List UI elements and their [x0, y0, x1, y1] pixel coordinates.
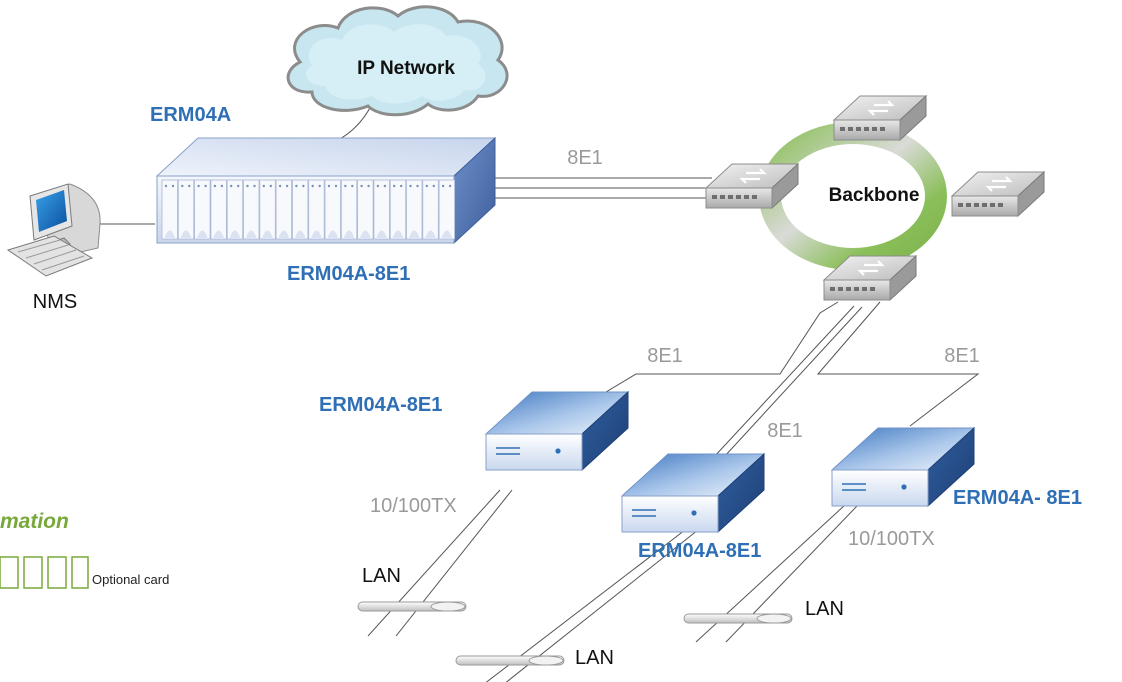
- switch-right: [950, 170, 1046, 218]
- lan-drop-left-b: [395, 489, 513, 637]
- switch-arrows-icon: [739, 168, 767, 184]
- chassis-slot: [291, 179, 309, 240]
- backbone-ring: Backbone: [759, 122, 947, 270]
- remote-device-left-label: ERM04A-8E1: [319, 394, 442, 416]
- lan-cable-right: [683, 613, 793, 624]
- backbone-switches: [704, 94, 1046, 302]
- backbone-label: Backbone: [829, 185, 920, 206]
- chassis-slot: [177, 179, 195, 240]
- chassis-slot: [438, 179, 456, 240]
- switch-arrows-icon: [857, 260, 885, 276]
- chassis-slot: [226, 179, 244, 240]
- lan-cables: [357, 601, 793, 666]
- chassis-slot: [194, 179, 211, 240]
- ethernet-label-left: 10/100TX: [370, 495, 457, 517]
- power-led-icon: [901, 484, 907, 490]
- main-chassis-device: [155, 136, 497, 245]
- power-led-icon: [691, 510, 697, 516]
- chassis-slot: [161, 179, 178, 240]
- chassis-slot: [389, 179, 407, 240]
- link-label-left-branch: 8E1: [647, 345, 683, 367]
- legend-title-fragment: mation: [0, 510, 69, 533]
- link-middle-branch: [699, 305, 855, 473]
- chassis-slot: [340, 179, 358, 240]
- chassis-slot: [259, 179, 276, 240]
- chassis-slot: [373, 179, 390, 240]
- chassis-slot: [357, 179, 374, 240]
- chassis-card-slots: [161, 179, 456, 240]
- ethernet-label-right: 10/100TX: [848, 528, 935, 550]
- chassis-slot: [210, 179, 227, 240]
- lan-label-left: LAN: [362, 565, 401, 587]
- main-device-bottom-label: ERM04A-8E1: [287, 263, 410, 285]
- switch-left: [704, 162, 800, 210]
- link-label-right-branch: 8E1: [944, 345, 980, 367]
- chassis-slot: [243, 179, 260, 240]
- switch-top: [832, 94, 928, 142]
- remote-device-left: [484, 390, 630, 472]
- link-left-branch: [595, 301, 839, 399]
- link-middle-branch-b: [711, 306, 863, 471]
- chassis-slot: [308, 179, 325, 240]
- switch-bottom: [822, 254, 918, 302]
- lan-drop-left-a: [367, 489, 501, 637]
- switch-arrows-icon: [867, 100, 895, 116]
- remote-device-middle: [620, 452, 766, 534]
- link-right-branch: [816, 301, 980, 427]
- remote-device-right: [830, 426, 976, 508]
- switch-arrows-icon: [985, 176, 1013, 192]
- lan-cable-middle: [455, 655, 565, 666]
- nms-computer-icon: [6, 183, 101, 277]
- remote-device-middle-label: ERM04A-8E1: [638, 540, 761, 562]
- lan-label-middle: LAN: [575, 647, 614, 669]
- lan-label-right: LAN: [805, 598, 844, 620]
- chassis-slot: [406, 179, 423, 240]
- power-led-icon: [555, 448, 561, 454]
- ip-network-cloud: IP Network: [286, 5, 509, 117]
- link-label-main-to-backbone: 8E1: [567, 147, 603, 169]
- legend: mation Optional card: [0, 510, 169, 589]
- link-label-middle-branch: 8E1: [767, 420, 803, 442]
- chassis-slot: [422, 179, 439, 240]
- chassis-slot: [324, 179, 341, 240]
- main-device-top-label: ERM04A: [150, 104, 231, 126]
- lan-cable-left: [357, 601, 467, 612]
- cloud-label: IP Network: [357, 58, 455, 79]
- nms-label: NMS: [33, 291, 77, 313]
- remote-device-right-label: ERM04A- 8E1: [953, 487, 1082, 509]
- legend-optional-card-label: Optional card: [92, 572, 169, 587]
- link-main-to-backbone: [495, 177, 712, 199]
- optional-card-swatches: [0, 556, 89, 589]
- chassis-slot: [275, 179, 293, 240]
